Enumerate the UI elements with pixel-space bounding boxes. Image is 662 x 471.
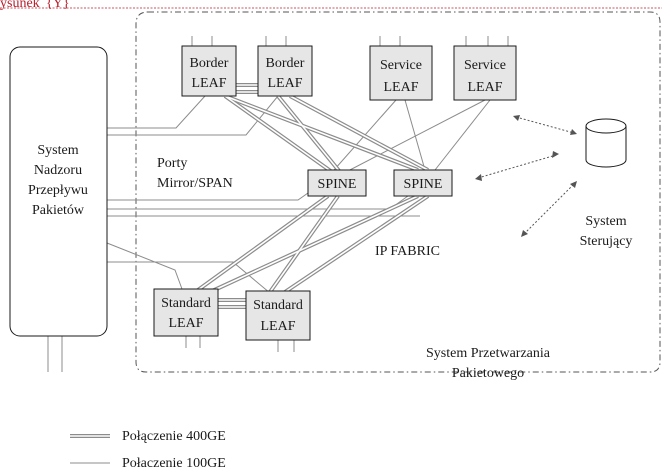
mirror-ports-label-2: Mirror/SPAN	[157, 176, 233, 191]
standard-leaf-1-line-2: LEAF	[169, 316, 204, 331]
service-leaf-2: Service LEAF	[453, 45, 517, 101]
control-system-label-2: Sterujący	[580, 234, 633, 249]
header-marker: {Ŷ}	[46, 0, 70, 11]
database-icon	[585, 118, 627, 168]
standard-leaf-2-line-2: LEAF	[261, 319, 296, 334]
service-leaf-1-line-2: LEAF	[384, 80, 419, 95]
legend-400ge-label: Połączenie 400GE	[122, 429, 226, 444]
border-leaf-1-line-2: LEAF	[192, 76, 227, 91]
spine-2-label: SPINE	[404, 177, 443, 192]
connections-400ge	[196, 83, 430, 309]
mirror-ports-label-1: Porty	[157, 156, 187, 171]
border-leaf-1: Border LEAF	[181, 45, 237, 97]
spine-1-label: SPINE	[318, 177, 357, 192]
standard-leaf-2: Standard LEAF	[245, 290, 311, 341]
processing-system-label-1: System Przetwarzania	[426, 346, 551, 361]
legend-100ge-label: Połaczenie 100GE	[122, 456, 226, 471]
processing-system-label-2: Pakietowego	[452, 366, 524, 381]
arrow-heads	[475, 115, 577, 237]
border-leaf-2: Border LEAF	[257, 45, 313, 97]
service-leaf-2-line-1: Service	[464, 58, 506, 73]
border-leaf-1-line-1: Border	[190, 56, 229, 71]
spine-2: SPINE	[393, 169, 453, 197]
monitoring-line-3: Przepływu	[28, 183, 88, 198]
processing-system-boundary	[135, 11, 661, 373]
monitoring-line-2: Nadzoru	[34, 163, 82, 178]
service-leaf-1: Service LEAF	[369, 45, 433, 101]
monitoring-line-1: System	[37, 143, 78, 158]
header-text: ysunek	[0, 0, 40, 11]
service-leaf-1-line-1: Service	[380, 58, 422, 73]
monitoring-system-node: System Nadzoru Przepływu Pakietów	[9, 46, 108, 337]
control-system-label-1: System	[585, 214, 626, 229]
border-leaf-2-line-2: LEAF	[268, 76, 303, 91]
spine-1: SPINE	[307, 169, 367, 197]
service-leaf-2-line-2: LEAF	[468, 80, 503, 95]
standard-leaf-2-line-1: Standard	[253, 298, 303, 313]
standard-leaf-1: Standard LEAF	[153, 288, 219, 337]
standard-leaf-1-line-1: Standard	[161, 296, 211, 311]
monitoring-line-4: Pakietów	[32, 203, 85, 218]
legend: Połączenie 400GE Połaczenie 100GE	[70, 429, 226, 471]
border-leaf-2-line-1: Border	[266, 56, 305, 71]
ip-fabric-label: IP FABRIC	[375, 244, 440, 259]
control-arrows	[477, 116, 575, 235]
